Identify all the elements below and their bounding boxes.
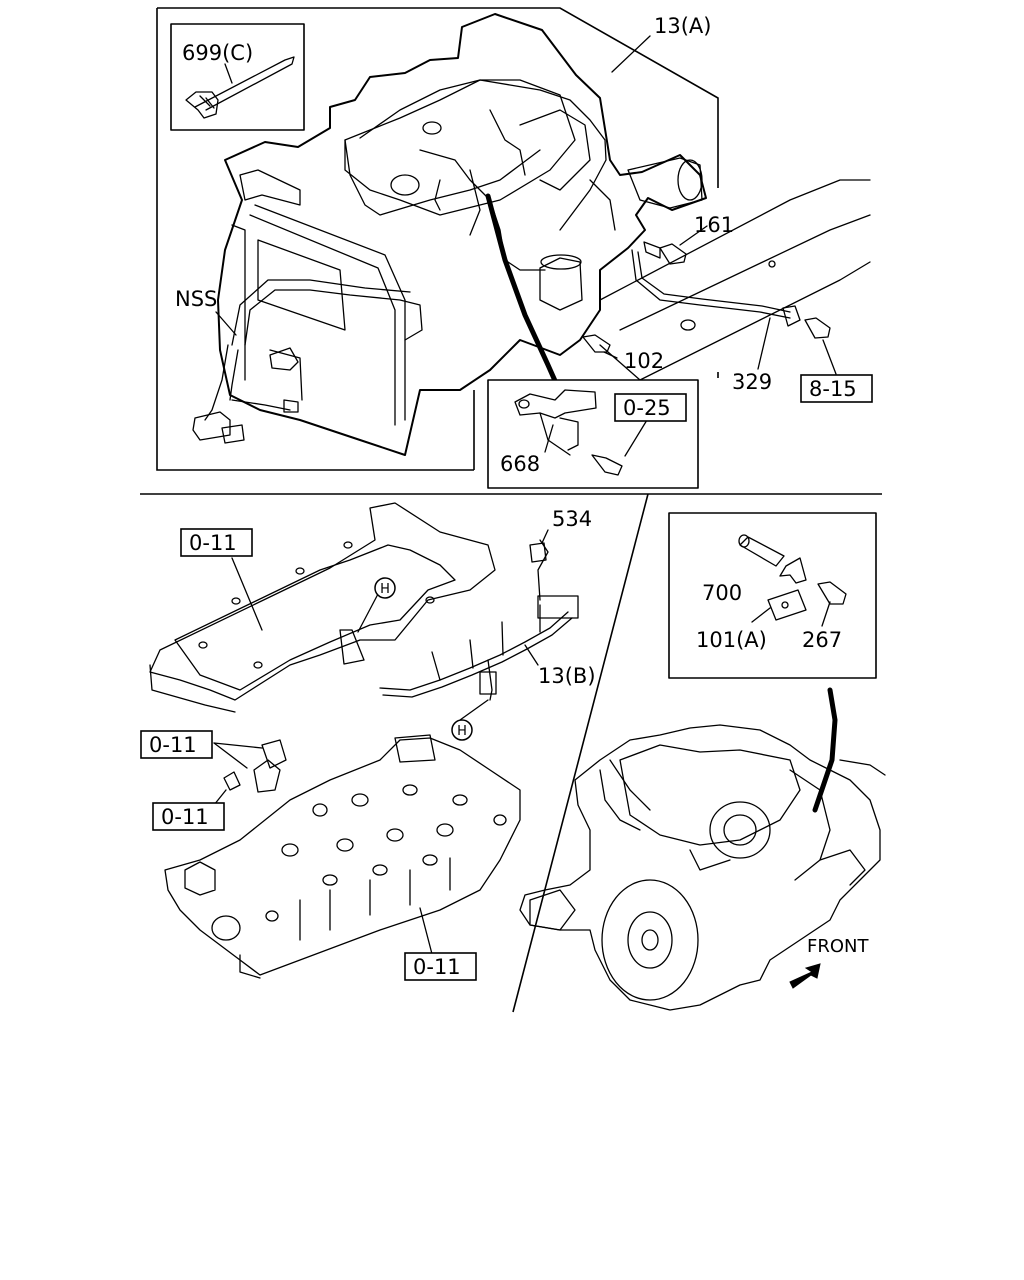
- clip-inset-frame: [170, 23, 305, 131]
- sleeve-inset-frame: [668, 512, 877, 679]
- label-clip-c: 699(C): [182, 41, 253, 65]
- ref-box-0-11-bolt: [152, 802, 225, 831]
- ref-box-0-11-gasket: [180, 528, 253, 557]
- engine-top-view: [192, 13, 871, 456]
- marker-h-bottom: H: [457, 724, 467, 739]
- label-front: FRONT: [807, 936, 869, 957]
- label-harness-a: 13(A): [654, 14, 711, 38]
- engine-assembly-view: [519, 687, 886, 1011]
- diagonal-divider: [512, 493, 649, 1013]
- ref-box-0-25: [614, 393, 687, 422]
- label-cable-329: 329: [732, 370, 772, 394]
- ref-0-25: 0-25: [623, 396, 671, 420]
- label-bracket-668: 668: [500, 452, 540, 476]
- part-labels: 13(A) 699(C) NSS 161 102 329 8-15 0-25 6…: [140, 14, 873, 981]
- label-nss: NSS: [175, 287, 217, 311]
- marker-h-bottom-circle: [451, 719, 473, 741]
- ref-box-0-11-head: [404, 952, 477, 981]
- top-section: [156, 7, 871, 489]
- marker-h-top-circle: [374, 577, 396, 599]
- label-bolt-102: 102: [624, 349, 664, 373]
- label-bolt-161: 161: [694, 213, 734, 237]
- cylinder-head-assembly: [149, 502, 579, 979]
- label-bracket-101a: 101(A): [696, 628, 767, 652]
- label-sleeve-700: 700: [702, 581, 742, 605]
- ref-0-11-head: 0-11: [413, 955, 461, 979]
- sleeve-inset: [668, 512, 877, 679]
- marker-h-top: H: [380, 582, 390, 597]
- ref-0-11-bolt: 0-11: [161, 805, 209, 829]
- label-harness-b: 13(B): [538, 664, 596, 688]
- ref-8-15: 8-15: [809, 377, 857, 401]
- ref-box-0-11-sensor: [140, 730, 213, 759]
- ref-box-8-15: [800, 374, 873, 403]
- front-arrow-icon: [789, 963, 821, 989]
- ref-0-11-gasket: 0-11: [189, 531, 237, 555]
- clip-inset: [170, 23, 305, 131]
- label-bolt-534: 534: [552, 507, 592, 531]
- label-bolt-267: 267: [802, 628, 842, 652]
- ref-0-11-sensor: 0-11: [149, 733, 197, 757]
